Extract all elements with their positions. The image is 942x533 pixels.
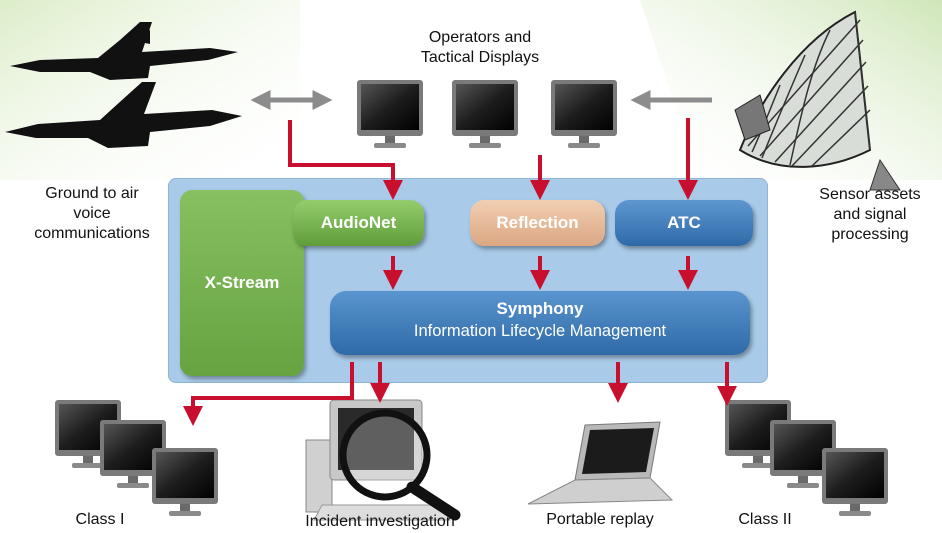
red-arrows — [183, 118, 737, 426]
laptop-icon — [527, 421, 674, 505]
reflection-label: Reflection — [496, 213, 579, 232]
symphony-module: Symphony Information Lifecycle Managemen… — [330, 291, 750, 355]
xstream-label: X-Stream — [204, 273, 280, 292]
audionet-label: AudioNet — [320, 213, 397, 232]
class-2-label: Class II — [738, 511, 792, 528]
ground-to-air-label: Ground to air voice communications — [34, 185, 150, 242]
xstream-module: X-Stream — [180, 190, 304, 376]
class-1-label: Class I — [75, 511, 125, 528]
red-arrow-ground-to-audionet — [288, 120, 403, 200]
magnifier-icon — [339, 409, 461, 521]
radar-dish-icon — [734, 10, 901, 191]
sensor-assets-label: Sensor assets and signal processing — [819, 186, 921, 243]
computer-icon — [305, 399, 451, 521]
symphony-title: Symphony — [496, 299, 584, 318]
operators-label: Operators and Tactical Displays — [420, 29, 540, 66]
symphony-subtitle: Information Lifecycle Management — [413, 322, 667, 340]
atc-module: ATC — [615, 200, 753, 246]
portable-replay-label: Portable replay — [546, 511, 654, 528]
fighter-jet-icon — [10, 22, 238, 80]
atc-label: ATC — [667, 213, 701, 232]
fighter-jet-icon — [5, 82, 242, 148]
incident-investigation-label: Incident investigation — [305, 513, 455, 530]
audionet-module: AudioNet — [293, 200, 424, 246]
reflection-module: Reflection — [470, 200, 605, 246]
red-arrow-to-class-1 — [183, 362, 354, 426]
